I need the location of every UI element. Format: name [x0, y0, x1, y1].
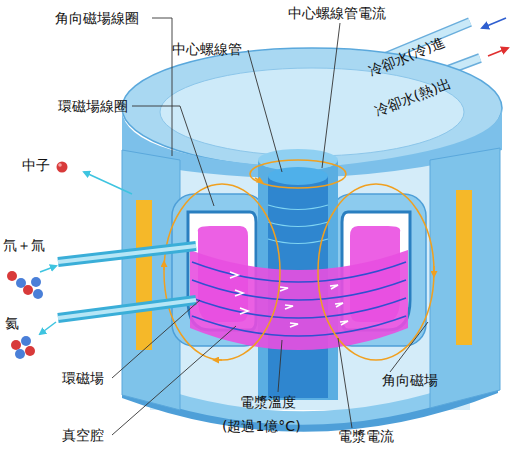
- part-label: 電漿溫度: [240, 394, 296, 410]
- helium-particle: [21, 336, 31, 346]
- exhaust-pipe: [58, 300, 196, 318]
- helium-particle: [15, 349, 25, 359]
- leader-line: [338, 338, 352, 428]
- neutron-arrow: [84, 172, 132, 194]
- deuterium-particle: [7, 271, 17, 281]
- poloidal-coil-right: [456, 190, 472, 345]
- poloidal-field-arrow: [163, 262, 165, 270]
- helium-particle: [25, 346, 35, 356]
- fuel-pipe: [58, 246, 196, 262]
- right-wall: [430, 148, 500, 408]
- leader-line: [322, 23, 340, 168]
- cavity-back: [150, 150, 470, 410]
- fuel-pipe-core: [58, 246, 196, 262]
- leader-line: [248, 50, 282, 172]
- part-label: 冷卻水(熱)出: [372, 75, 453, 119]
- particle-highlight: [58, 163, 62, 167]
- top-plate-inner: [160, 68, 464, 156]
- leader-line: [132, 106, 214, 206]
- toroidal-field-line: [192, 262, 406, 282]
- plasma-torus: [190, 250, 408, 350]
- poloidal-field-arrow: [214, 359, 222, 361]
- solenoid-current-loop: [250, 160, 346, 188]
- tritium-particle: [31, 277, 41, 287]
- leader-line: [152, 18, 172, 156]
- leader-line: [278, 340, 282, 392]
- field-direction-chevrons: [230, 272, 348, 327]
- leader-line: [390, 322, 428, 372]
- toroidal-field-line: [192, 280, 406, 300]
- cold-water-arrow: [482, 18, 506, 28]
- part-label: 環磁場: [62, 370, 104, 386]
- leader-line: [112, 326, 236, 435]
- part-label: 中子: [22, 157, 50, 173]
- leader-line: [112, 300, 200, 378]
- central-solenoid-top: [268, 167, 328, 185]
- part-label: (超過1億°C): [222, 418, 301, 434]
- leader-lines: [112, 18, 428, 435]
- solenoid-turns: [268, 205, 328, 244]
- part-label: 冷卻水(冷)進: [366, 34, 447, 79]
- poloidal-field-arrow: [433, 266, 435, 276]
- toroidal-field-line: [192, 316, 406, 336]
- helium-arrow: [40, 322, 56, 334]
- solenoid-current-arrow: [255, 178, 262, 182]
- poloidal-field-loop: [318, 184, 434, 360]
- part-label: 中心螺線管: [172, 41, 242, 57]
- part-label: 中心螺線管電流: [288, 5, 386, 21]
- helium-particle: [11, 340, 21, 350]
- part-label: 角向磁場: [382, 372, 438, 388]
- tritium-particle: [23, 285, 33, 295]
- neutron-particle: [57, 162, 68, 173]
- fuel-arrow: [40, 266, 56, 272]
- toroidal-field-line: [192, 298, 406, 318]
- exhaust-pipe-core: [58, 300, 196, 318]
- tritium-particle: [33, 289, 43, 299]
- hot-water-arrow: [488, 48, 508, 56]
- part-label: 環磁場線圈: [58, 98, 128, 114]
- part-label: 電漿電流: [338, 428, 394, 444]
- poloidal-field-loop: [164, 184, 280, 360]
- part-label: 真空腔: [62, 427, 104, 443]
- part-label: 氘＋氚: [3, 237, 45, 253]
- part-label: 氦: [5, 315, 19, 331]
- part-label: 角向磁場線圈: [55, 10, 139, 26]
- poloidal-coil-left: [136, 200, 152, 350]
